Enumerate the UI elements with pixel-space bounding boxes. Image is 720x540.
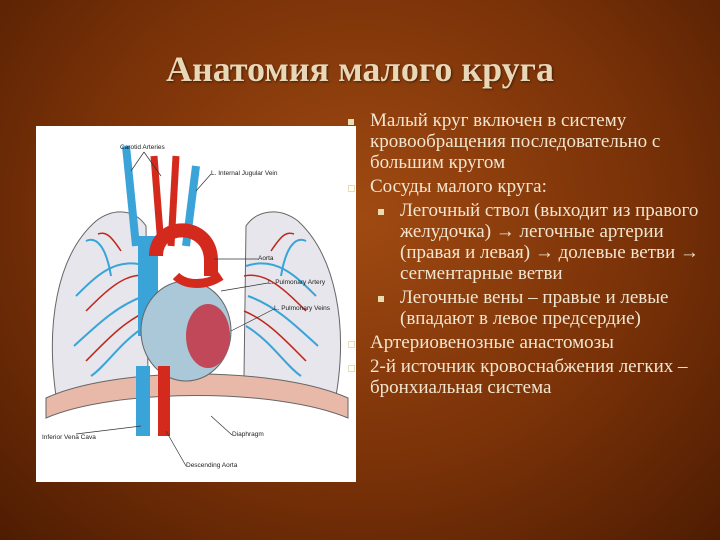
bullet-marker [378,209,384,215]
label-pulm-vein: L. Pulmonary Veins [274,305,331,312]
bullet-item: Малый круг включен в систему кровообраще… [348,110,716,173]
bullet-text: Малый круг включен в систему кровообраще… [370,110,661,173]
right-lung [51,211,149,397]
slide-title: Анатомия малого круга [166,49,554,89]
bullet-marker [378,296,384,302]
left-lung [243,211,341,397]
anatomy-figure: Carotid Arteries L. Internal Jugular Vei… [36,126,356,482]
bullet-marker [348,119,354,125]
bullet-marker [348,185,355,192]
bullet-list: Малый круг включен в систему кровообраще… [348,110,716,401]
bullet-marker [348,365,355,372]
heart-lungs-diagram [45,145,349,467]
label-jugular: L. Internal Jugular Vein [211,170,278,177]
label-diaphragm: Diaphragm [232,431,264,438]
bullet-text: 2-й источник кровоснабжения легких – бро… [370,356,688,398]
bullet-text: Легочный ствол (выходит из правого желуд… [400,200,699,284]
bullet-item: 2-й источник кровоснабжения легких – бро… [348,356,716,398]
bullet-item: Артериовенозные анастомозы [348,332,716,353]
sub-bullet-item: Легочный ствол (выходит из правого желуд… [348,200,716,284]
bullet-text: Легочные вены – правые и левые (впадают … [400,287,669,329]
label-pulm-artery: L. Pulmonary Artery [268,279,326,286]
label-desc-aorta: Descending Aorta [186,462,238,469]
bullet-text: Сосуды малого круга: [370,176,547,197]
label-aorta: Aorta [258,255,274,262]
label-vena-cava: Inferior Vena Cava [42,434,96,441]
label-carotid: Carotid Arteries [120,144,165,151]
bullet-marker [348,341,355,348]
bullet-text: Артериовенозные анастомозы [370,332,614,353]
bullet-item: Сосуды малого круга: [348,176,716,197]
sub-bullet-item: Легочные вены – правые и левые (впадают … [348,287,716,329]
